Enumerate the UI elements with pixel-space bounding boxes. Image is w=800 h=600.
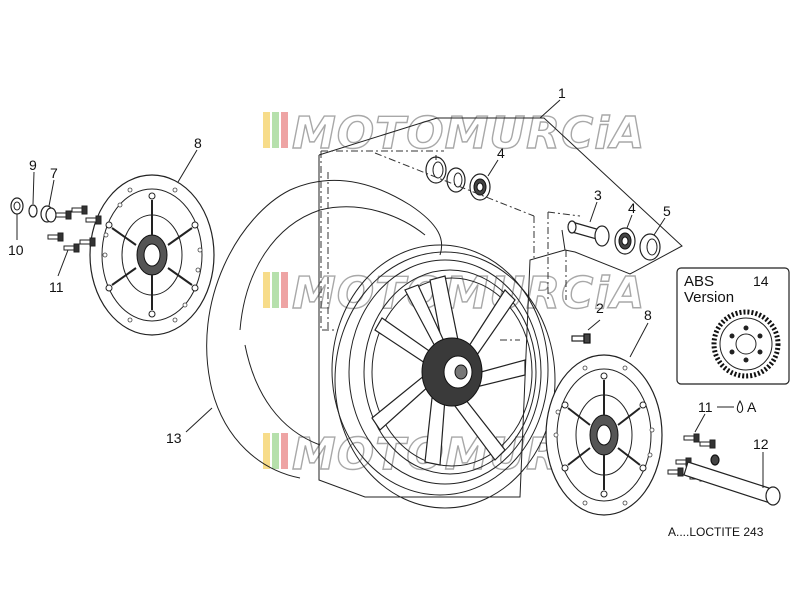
seal-5 [639,233,661,261]
bolt-2 [571,333,591,344]
callout-1: 1 [558,85,566,101]
leader-lines [16,99,764,498]
abs-tone-ring [711,309,781,379]
callout-14: 14 [753,273,769,289]
watermark-middle: MOTOMURCiA [263,267,645,320]
watermark-top: MOTOMURCiA [263,107,645,160]
callout-8-right: 8 [644,307,652,323]
callout-3: 3 [594,187,602,203]
tyre [206,179,556,509]
callout-8-left: 8 [194,135,202,151]
brake-disc-right [545,354,663,516]
circlip-9 [28,204,38,218]
disc-bolts-left [47,205,102,253]
brake-disc-left [89,174,215,336]
spacer-3 [567,220,610,247]
seal-ring-top-2 [446,167,466,193]
abs-version-box: ABS Version [676,267,790,385]
callout-4-top: 4 [497,145,505,161]
callout-labels: 1 2 3 4 4 5 7 8 8 9 10 11 11 12 13 14 A [8,85,769,452]
callout-11-right: 11 [698,399,713,415]
callout-13: 13 [166,430,182,446]
loctite-marker-label: A [747,399,757,415]
spacer-7 [40,205,57,223]
bearing-4 [614,227,636,255]
callout-11-left: 11 [49,279,64,295]
callout-10: 10 [8,242,24,258]
bearing-top [469,173,491,201]
seal-ring-top-1 [425,156,447,184]
footnote-loctite: A....LOCTITE 243 [668,525,764,539]
callout-9: 9 [29,157,37,173]
callout-5: 5 [663,203,671,219]
callout-4-right: 4 [628,200,636,216]
callout-2: 2 [596,300,604,316]
wheel-rim [331,244,549,496]
abs-label: ABS [684,273,714,290]
axle-12 [683,454,781,506]
loctite-drop-icon [736,399,744,413]
assembly-frame-lines [320,150,581,341]
version-label: Version [684,289,734,306]
callout-7: 7 [50,165,58,181]
svg-text:MOTOMURCiA: MOTOMURCiA [292,108,645,159]
svg-text:MOTOMURCiA: MOTOMURCiA [292,268,645,319]
ring-10 [10,197,24,215]
callout-12: 12 [753,436,769,452]
